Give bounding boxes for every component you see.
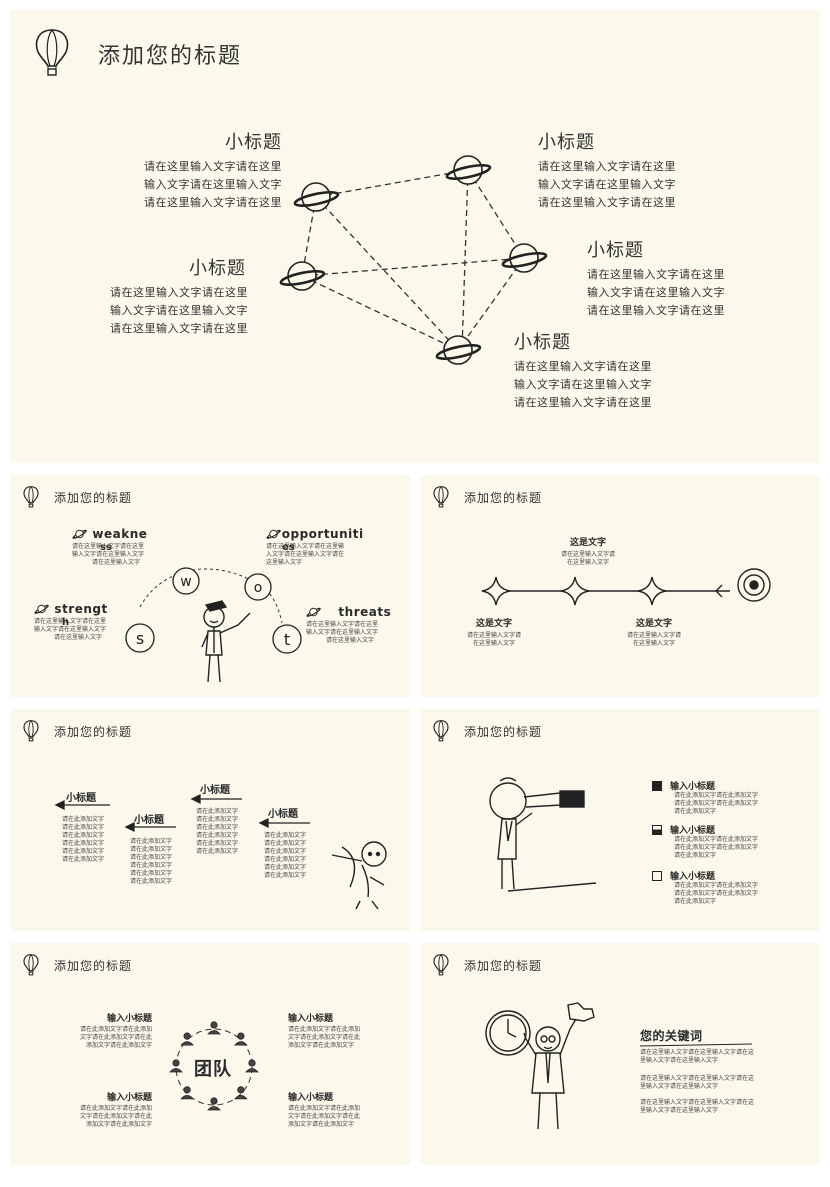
slide-title: 添加您的标题 [54, 491, 133, 505]
person-icon [180, 1032, 195, 1046]
block-1: 小标题 请在这里输入文字请在这里 输入文字请在这里输入文字 请在这里输入文字请在… [144, 132, 282, 209]
planet-icon: 🪐︎ [266, 527, 282, 541]
balloon-icon [433, 720, 449, 742]
swot-strength: 🪐︎ strengt 请在这里输入文字请在这里 输入文字请在这里输入文字 请在这… [34, 602, 108, 641]
slide-title: 添加您的标题 [54, 725, 133, 739]
telescope-figure [489, 777, 597, 892]
arrows-illustration [54, 793, 387, 910]
pointing-hand-icon [567, 1002, 595, 1022]
block-tr: 输入小标题 请在此添加文字请在此添加 文字请在此添加文字请在此 添加文字请在此添… [288, 1014, 361, 1049]
person-icon [233, 1086, 248, 1100]
slide-title: 添加您的标题 [54, 959, 133, 973]
teacher-figure [201, 600, 251, 683]
team-label: 团队 [194, 1059, 232, 1080]
slide-title: 添加您的标题 [464, 959, 543, 973]
block-bl: 输入小标题 请在此添加文字请在此添加 文字请在此添加文字请在此 添加文字请在此添… [79, 1093, 152, 1128]
block-3: 小标题 请在这里输入文字请在这里 输入文字请在这里输入文字 请在这里输入文字请在… [538, 132, 676, 209]
item-3: 输入小标题 请在此添加文字请在此添加文字 请在此添加文字请在此添加文字 请在此添… [652, 869, 812, 906]
letter-w: w [180, 574, 191, 590]
block-tl: 输入小标题 请在此添加文字请在此添加 文字请在此添加文字请在此 添加文字请在此添… [79, 1014, 152, 1049]
checkbox-half-icon [652, 824, 662, 835]
team-circle-diagram [169, 1021, 259, 1111]
balloon-icon [23, 720, 39, 742]
item-1: 输入小标题 请在此添加文字请在此添加文字 请在此添加文字请在此添加文字 请在此添… [652, 779, 812, 816]
swot-diagram: w o s t [125, 567, 302, 683]
timeline-diagram [481, 568, 771, 606]
heading-underline [639, 1043, 753, 1047]
slide-title: 添加您的标题 [464, 725, 543, 739]
swot-opportunities: 🪐︎opportuniti 请在这里输入文字请在这里输 入文字请在这里输入文字请… [266, 527, 364, 566]
person-icon [169, 1059, 183, 1073]
balloon-icon [23, 954, 39, 976]
slide-5: 添加您的标题 输入小标题 请在此添加文字请在此添加文字 请在此添加文字请在此添加… [420, 709, 820, 931]
clock-man-illustration [485, 1002, 595, 1130]
col-2: 小标题 请在此添加文字 请在此添加文字 请在此添加文字 请在此添加文字 请在此添… [130, 815, 173, 885]
balloon-icon [433, 486, 449, 508]
swot-threats: 🪐︎ threats 请在这里输入文字请在这里 输入文字请在这里输入文字 请在这… [306, 605, 392, 644]
top-item: 这是文字 请在这里输入文字请 在这里输入文字 [560, 538, 615, 566]
planet-icon [279, 261, 326, 291]
planet-icon: 🪐︎ [34, 602, 50, 616]
planet-icon [445, 155, 492, 185]
slide-4: 添加您的标题 小标题 请在此添加文字 请在此添加文字 请在此添加文字 请在此添加… [10, 709, 410, 931]
swot-weakness: 🪐︎ weakne 请在这里输入文字请在这里 输入文字请在这里输入文字 请在这里… [72, 527, 148, 566]
para-3: 请在这里输入文字请在这里输入文字请在这 里输入文字请在这里输入文字 [640, 1099, 755, 1114]
letter-t: t [284, 630, 290, 649]
slide-3: 添加您的标题 这是文字 请在这里输入文字请 在这里输入文字 这是文字 请在这里输… [420, 475, 820, 697]
planet-network-diagram [279, 155, 548, 365]
block-5: 小标题 请在这里输入文字请在这里 输入文字请在这里输入文字 请在这里输入文字请在… [514, 332, 652, 409]
planet-icon: 🪐︎ [72, 527, 88, 541]
left-item: 这是文字 请在这里输入文字请 在这里输入文字 [466, 619, 521, 647]
star-icon [560, 576, 590, 606]
slide-2: 添加您的标题 w o s t 🪐︎ weakne 请在这里输入文字请在这里 输入… [10, 475, 410, 697]
person-icon [245, 1059, 259, 1073]
slide-6: 添加您的标题 团队 输入小标题 请在此添加文字请在此添加 文字请在此添加文字请在… [10, 943, 410, 1165]
person-icon [207, 1021, 221, 1035]
keyword-heading: 您的关键词 [640, 1029, 703, 1043]
balloon-icon [35, 29, 69, 76]
slide-title: 添加您的标题 [464, 491, 543, 505]
planet-icon [435, 335, 482, 365]
planet-icon [501, 243, 548, 273]
target-icon [737, 568, 771, 602]
person-icon [180, 1086, 195, 1100]
letter-s: s [136, 629, 144, 648]
col-3: 小标题 请在此添加文字 请在此添加文字 请在此添加文字 请在此添加文字 请在此添… [196, 785, 239, 855]
checkbox-filled-icon [652, 780, 662, 791]
letter-o: o [254, 580, 263, 596]
right-item: 这是文字 请在这里输入文字请 在这里输入文字 [626, 619, 681, 647]
person-icon [207, 1097, 221, 1111]
block-br: 输入小标题 请在此添加文字请在此添加 文字请在此添加文字请在此 添加文字请在此添… [288, 1093, 361, 1128]
person-icon [233, 1032, 248, 1046]
col-1: 小标题 请在此添加文字 请在此添加文字 请在此添加文字 请在此添加文字 请在此添… [62, 793, 105, 863]
block-4: 小标题 请在这里输入文字请在这里 输入文字请在这里输入文字 请在这里输入文字请在… [587, 240, 725, 317]
planet-icon: 🪐︎ [306, 605, 322, 619]
block-2: 小标题 请在这里输入文字请在这里 输入文字请在这里输入文字 请在这里输入文字请在… [110, 258, 248, 335]
balloon-icon [433, 954, 449, 976]
item-2: 输入小标题 请在此添加文字请在此添加文字 请在此添加文字请在此添加文字 请在此添… [652, 823, 812, 860]
para-1: 请在这里输入文字请在这里输入文字请在这 里输入文字请在这里输入文字 [640, 1049, 755, 1064]
checkbox-empty-icon [652, 870, 662, 881]
page-title: 添加您的标题 [98, 44, 243, 69]
planet-icon [293, 182, 340, 212]
slide-1: 添加您的标题 小标题 请在这里输入文字请在这里 输入文字请在这里输入文字 请在这… [10, 10, 820, 463]
star-icon [481, 576, 511, 606]
slide-7: 添加您的标题 您的关键词 请在这里输入文字请在这里输入文字请在这 里输入文字请在… [420, 943, 820, 1165]
balloon-icon [23, 486, 39, 508]
para-2: 请在这里输入文字请在这里输入文字请在这 里输入文字请在这里输入文字 [640, 1075, 755, 1090]
star-icon [637, 576, 667, 606]
clock-icon [485, 1010, 531, 1056]
archer-figure [331, 841, 387, 910]
col-4: 小标题 请在此添加文字 请在此添加文字 请在此添加文字 请在此添加文字 请在此添… [264, 809, 307, 879]
